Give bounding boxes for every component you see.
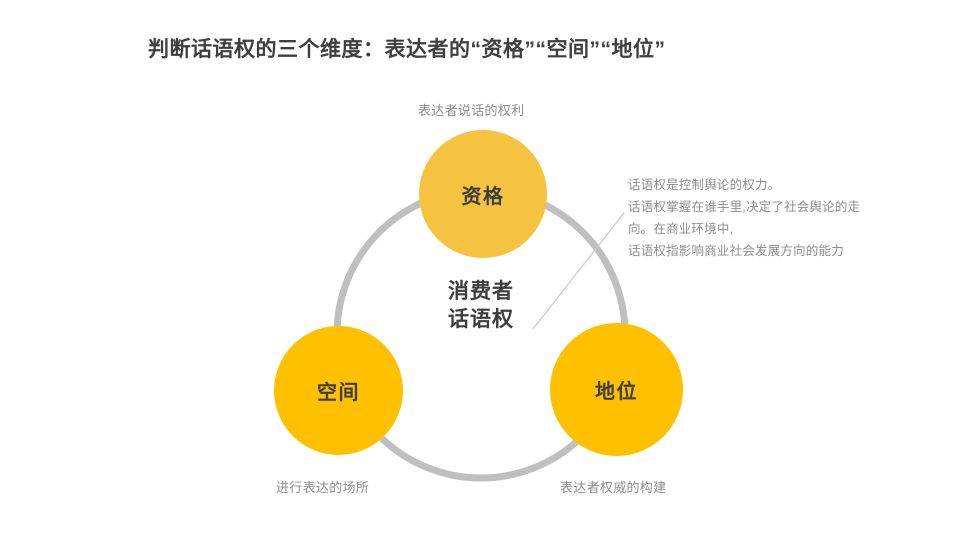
- center-label: 消费者 话语权: [401, 278, 561, 334]
- side-note-line-1: 话语权是控制舆论的权力。: [628, 178, 781, 192]
- caption-space: 进行表达的场所: [276, 480, 370, 495]
- center-label-line-2: 话语权: [448, 307, 514, 331]
- node-circle-qualification[interactable]: 资格: [419, 130, 547, 258]
- node-circle-status[interactable]: 地位: [550, 323, 683, 456]
- node-label-status: 地位: [595, 381, 638, 403]
- node-label-space: 空间: [317, 382, 360, 404]
- caption-qualification: 表达者说话的权利: [418, 103, 525, 118]
- node-circle-space[interactable]: 空间: [274, 326, 403, 455]
- node-label-qualification: 资格: [461, 185, 505, 208]
- side-note-block: 话语权是控制舆论的权力。 话语权掌握在谁手里,决定了社会舆论的走 向。在商业环境…: [628, 175, 940, 263]
- side-note-line-4: 话语权指影响商业社会发展方向的能力: [628, 243, 844, 258]
- caption-status: 表达者权威的构建: [560, 480, 667, 495]
- center-label-line-1: 消费者: [448, 280, 514, 303]
- side-note-line-2: 话语权掌握在谁手里,决定了社会舆论的走: [628, 199, 861, 214]
- callout-leader-line: [532, 212, 625, 330]
- page-title: 判断话语权的三个维度：表达者的“资格”“空间”“地位”: [148, 38, 666, 61]
- side-note-line-3: 向。在商业环境中,: [628, 221, 734, 236]
